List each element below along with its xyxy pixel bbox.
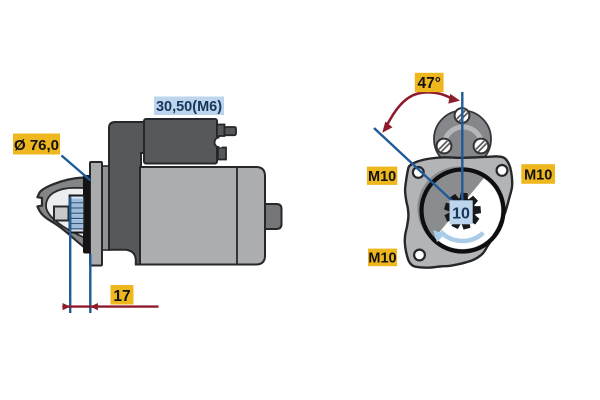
svg-text:17: 17 bbox=[113, 288, 130, 305]
svg-text:M10: M10 bbox=[524, 167, 552, 183]
svg-text:M10: M10 bbox=[368, 251, 396, 267]
svg-text:47°: 47° bbox=[417, 75, 440, 92]
svg-text:M10: M10 bbox=[368, 169, 396, 185]
svg-text:Ø 76,0: Ø 76,0 bbox=[14, 137, 59, 154]
svg-text:30,50(M6): 30,50(M6) bbox=[156, 99, 222, 115]
svg-text:10: 10 bbox=[452, 205, 470, 222]
